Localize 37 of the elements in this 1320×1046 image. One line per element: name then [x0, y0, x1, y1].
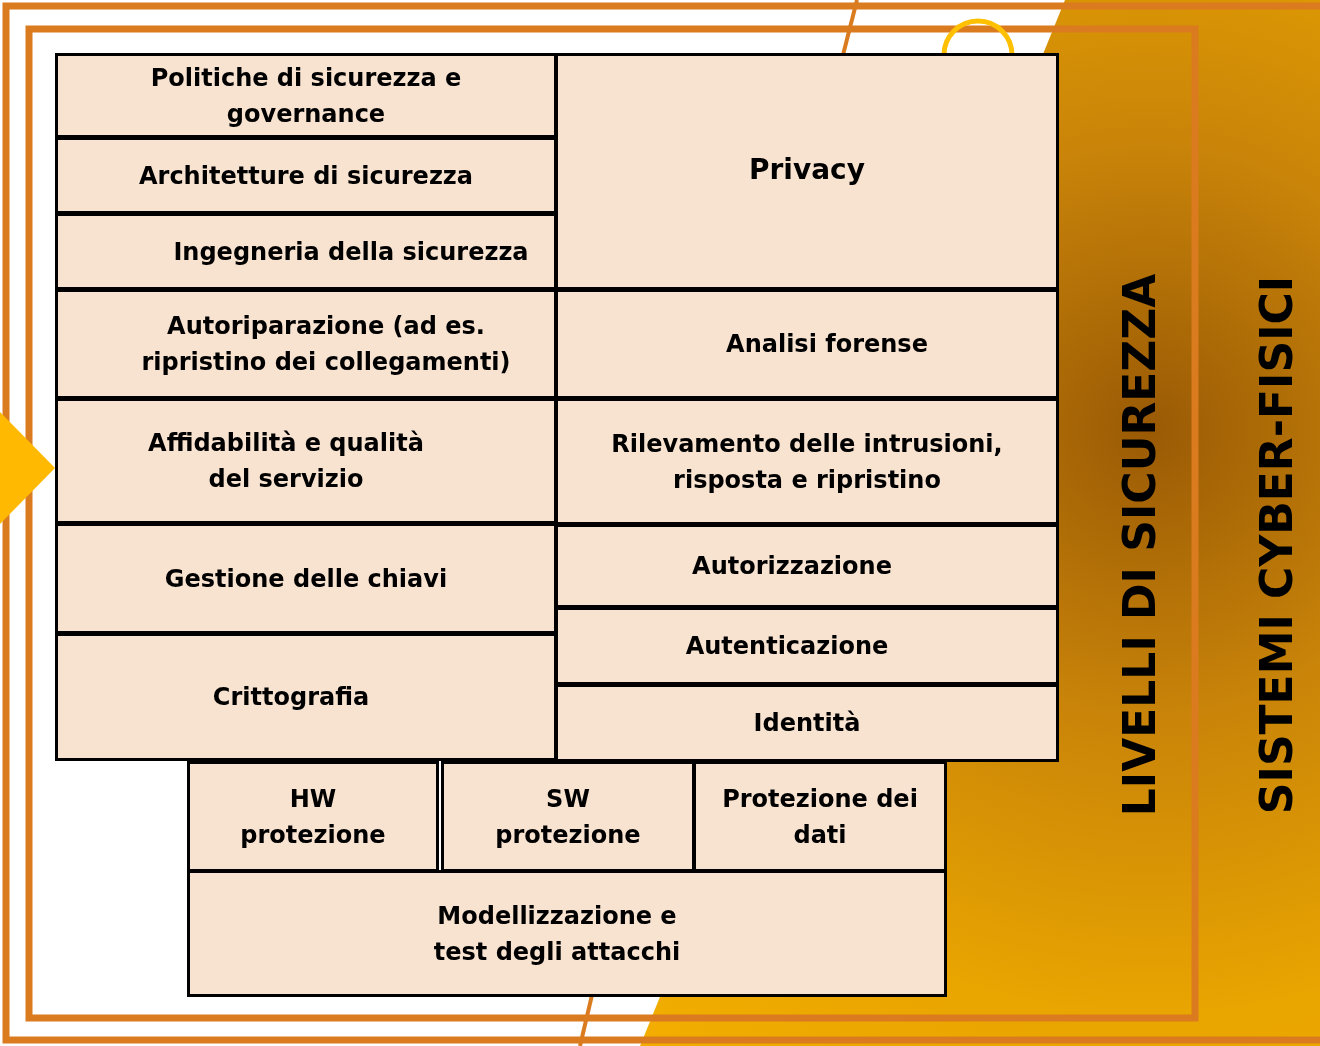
- text-box: [693, 761, 947, 872]
- text-box: [555, 684, 1059, 762]
- box-label: Ingegneria della sicurezza: [173, 236, 529, 268]
- text-box: [187, 870, 947, 997]
- box-label: HW protezione: [239, 783, 387, 851]
- text-box: [187, 761, 439, 872]
- vertical-title: LIVELLI DI SICUREZZA: [1118, 273, 1162, 817]
- text-box: [555, 289, 1059, 399]
- box-label: Analisi forense: [726, 329, 928, 360]
- text-box: [441, 761, 695, 872]
- text-box: [55, 53, 557, 138]
- box-label: Architetture di sicurezza: [139, 160, 473, 192]
- text-box: [555, 524, 1059, 608]
- box-label: Gestione delle chiavi: [164, 563, 448, 595]
- text-box: [55, 137, 557, 214]
- text-box: [55, 289, 557, 399]
- box-label: Modellizzazione e test degli attacchi: [432, 900, 682, 968]
- box-label: SW protezione: [494, 783, 642, 851]
- box-label: Autoriparazione (ad es. ripristino dei collegamenti): [140, 311, 512, 378]
- box-label: Rilevamento delle intrusioni, risposta e ripristino: [610, 428, 1004, 496]
- text-box: [555, 53, 1059, 290]
- box-label: Affidabilità e qualità del servizio: [147, 428, 425, 495]
- text-box: [55, 633, 557, 761]
- triangle-pointer: [0, 412, 55, 524]
- text-box: [555, 398, 1059, 525]
- box-label: Politiche di sicurezza e governance: [149, 62, 463, 130]
- text-box: [55, 398, 557, 524]
- box-label: Autorizzazione: [692, 551, 892, 582]
- box-label: Autenticazione: [685, 631, 889, 662]
- text-box: [55, 523, 557, 634]
- box-label: Crittografia: [212, 682, 370, 713]
- text-box: [555, 607, 1059, 685]
- text-box: [55, 213, 557, 290]
- box-label: Protezione dei dati: [721, 783, 919, 851]
- vertical-title: SISTEMI CYBER-FISICI: [1255, 275, 1299, 815]
- box-label: Identità: [753, 708, 861, 739]
- box-label: Privacy: [749, 152, 865, 188]
